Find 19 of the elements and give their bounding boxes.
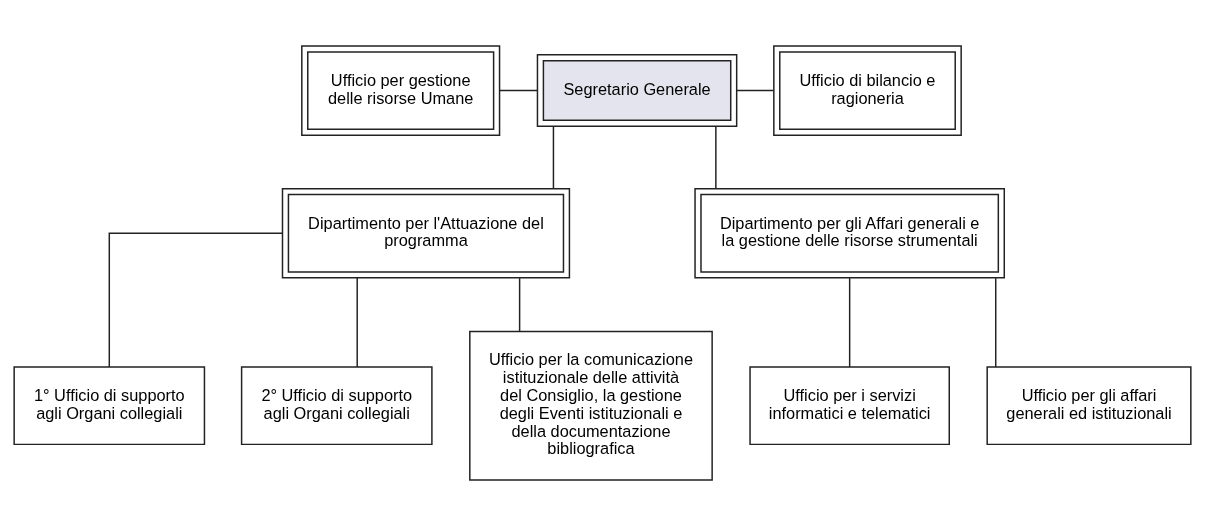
- node-box: Segretario Generale: [536, 54, 738, 127]
- node-box: Ufficio per i servizi informatici e telematici: [749, 366, 950, 446]
- connector: [552, 125, 555, 190]
- connector: [498, 89, 539, 92]
- node-box: Ufficio per gestione delle risorse Umane: [301, 45, 501, 136]
- node-box: Ufficio per la comunicazione istituzionale delle attività del Consiglio, la gestione degli Eventi istituzionali e della documentazione bibliografica: [469, 330, 713, 481]
- node-box: Dipartimento per l'Attuazione del programma: [281, 187, 571, 279]
- node-box: Ufficio di bilancio e ragioneria: [773, 45, 962, 136]
- connector: [736, 89, 775, 92]
- node-box: Ufficio per gli affari generali ed istituzionali: [986, 366, 1192, 446]
- connector: [848, 277, 851, 368]
- node-box: 1° Ufficio di supporto agli Organi collegiali: [13, 366, 206, 446]
- connector: [994, 277, 997, 368]
- node-box: 2° Ufficio di supporto agli Organi collegiali: [240, 366, 433, 446]
- node-box: Dipartimento per gli Affari generali e la gestione delle risorse strumentali: [694, 187, 1005, 279]
- connector: [715, 125, 717, 190]
- connector: [518, 277, 521, 332]
- connector: [356, 277, 358, 368]
- connector: [108, 232, 284, 368]
